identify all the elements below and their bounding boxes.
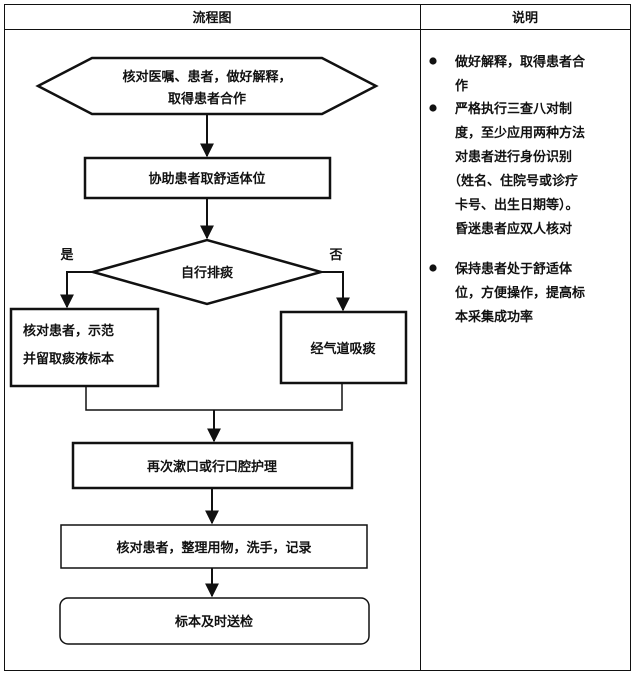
decision-text: 自行排痰 bbox=[181, 265, 234, 281]
note-3-line3: 本采集成功率 bbox=[455, 309, 533, 325]
yes-label: 是 bbox=[59, 248, 74, 263]
note-3-line2: 位，方便操作，提高标 bbox=[455, 285, 585, 301]
bullet-icon bbox=[429, 264, 437, 272]
note-2-line1: 严格执行三查八对制 bbox=[454, 101, 572, 117]
end-rounded-box bbox=[59, 597, 370, 645]
bullet-icon bbox=[429, 104, 437, 112]
note-1-line2: 作 bbox=[455, 78, 468, 94]
position-text: 协助患者取舒适体位 bbox=[148, 171, 265, 187]
airway-suction-text: 经气道吸痰 bbox=[310, 341, 376, 357]
arrow-yes bbox=[60, 271, 93, 309]
table-border bbox=[4, 4, 631, 671]
verify-record-box bbox=[60, 524, 368, 569]
start-text-line1: 核对医嘱、患者，做好解释， bbox=[122, 69, 291, 85]
start-hexagon bbox=[35, 56, 379, 116]
note-2-line5: 卡号、出生日期等）。 bbox=[455, 197, 579, 213]
verify-record-text: 核对患者，整理用物，洗手，记录 bbox=[116, 540, 311, 556]
sample-collection-line1: 核对患者，示范 bbox=[23, 323, 114, 339]
no-label: 否 bbox=[328, 248, 342, 263]
note-2-line6: 昏迷患者应双人核对 bbox=[455, 221, 572, 237]
airway-suction-box bbox=[279, 310, 408, 385]
start-text-line2: 取得患者合作 bbox=[168, 91, 246, 107]
note-1-line1: 做好解释，取得患者合 bbox=[454, 54, 586, 70]
sample-collection-line2: 并留取痰液标本 bbox=[23, 351, 114, 367]
notes-list: 做好解释，取得患者合 作 严格执行三查八对制 度，至少应用两种方法 对患者进行身… bbox=[429, 54, 586, 325]
note-2-line3: 对患者进行身份识别 bbox=[455, 149, 572, 165]
arrow-no bbox=[321, 271, 350, 312]
end-text: 标本及时送检 bbox=[174, 614, 253, 630]
note-3-line1: 保持患者处于舒适体 bbox=[454, 261, 573, 277]
mouth-care-box bbox=[71, 441, 354, 490]
note-2-line2: 度，至少应用两种方法 bbox=[455, 125, 585, 141]
bullet-icon bbox=[429, 57, 437, 65]
mouth-care-text: 再次漱口或行口腔护理 bbox=[147, 459, 277, 475]
header-notes: 说明 bbox=[512, 10, 538, 26]
note-2-line4: （姓名、住院号或诊疗 bbox=[448, 173, 578, 189]
sample-collection-box bbox=[9, 307, 160, 388]
header-flowchart: 流程图 bbox=[192, 10, 231, 26]
